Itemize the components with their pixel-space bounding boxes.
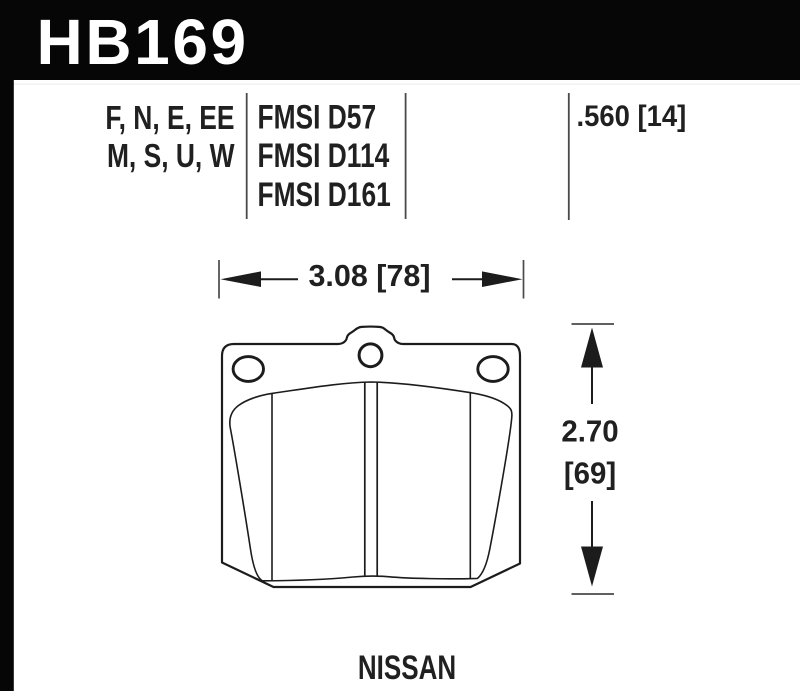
svg-text:M, S, U, W: M, S, U, W	[107, 138, 235, 174]
svg-text:HB169: HB169	[37, 6, 249, 78]
svg-text:F, N, E, EE: F, N, E, EE	[105, 100, 234, 136]
svg-text:.560 [14]: .560 [14]	[577, 100, 687, 133]
svg-text:[69]: [69]	[564, 457, 616, 491]
svg-text:FMSI D161: FMSI D161	[258, 177, 391, 214]
svg-text:FMSI D57: FMSI D57	[258, 100, 377, 137]
svg-text:NISSAN: NISSAN	[358, 650, 456, 687]
svg-text:3.08 [78]: 3.08 [78]	[308, 259, 430, 293]
svg-text:FMSI D114: FMSI D114	[258, 138, 390, 175]
svg-text:2.70: 2.70	[561, 415, 618, 449]
